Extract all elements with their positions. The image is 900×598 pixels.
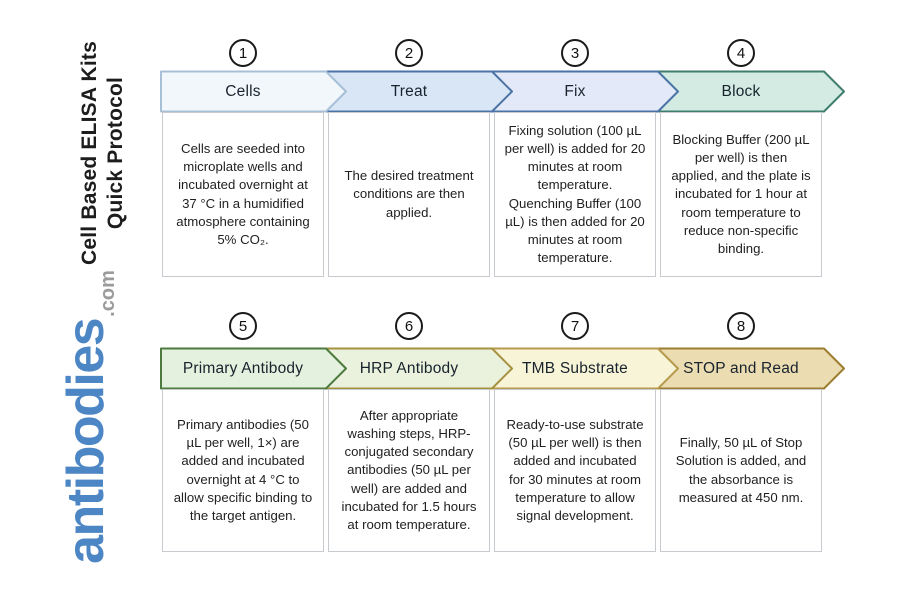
step-number-badge-3: 3 bbox=[561, 39, 589, 67]
arrow-band-row2 bbox=[160, 347, 845, 390]
step-number-4: 4 bbox=[736, 44, 746, 62]
step-description-6: After appropriate washing steps, HRP-con… bbox=[341, 407, 477, 533]
step-number-1: 1 bbox=[238, 44, 248, 62]
step-number-badge-4: 4 bbox=[727, 39, 755, 67]
step-number-badge-2: 2 bbox=[395, 39, 423, 67]
logo-text: antibodies bbox=[57, 318, 115, 564]
step-label-tmb-substrate: TMB Substrate bbox=[522, 359, 628, 377]
step-number-5: 5 bbox=[238, 317, 248, 335]
step-description-box-1: Cells are seeded into microplate wells a… bbox=[162, 112, 324, 277]
step-description-8: Finally, 50 µL of Stop Solution is added… bbox=[675, 435, 807, 505]
step-description-5: Primary antibodies (50 µL per well, 1×) … bbox=[173, 416, 313, 523]
step-label-primary-antibody: Primary Antibody bbox=[182, 359, 304, 377]
step-number-badge-1: 1 bbox=[229, 39, 257, 67]
arrow-shape-primary-antibody bbox=[160, 347, 347, 390]
description-row2: Primary antibodies (50 µL per well, 1×) … bbox=[160, 389, 824, 552]
step-number-badge-6: 6 bbox=[395, 312, 423, 340]
step-number-badge-5: 5 bbox=[229, 312, 257, 340]
step-description-3: Fixing solution (100 µL per well) is add… bbox=[504, 122, 646, 266]
step-label-treat: Treat bbox=[390, 82, 428, 100]
step-description-box-8: Finally, 50 µL of Stop Solution is added… bbox=[660, 389, 822, 552]
brand-logo: antibodies.com bbox=[56, 238, 128, 598]
step-number-badge-7: 7 bbox=[561, 312, 589, 340]
step-label-block: Block bbox=[721, 82, 761, 100]
step-description-2: The desired treatment conditions are the… bbox=[344, 168, 474, 220]
step-number-6: 6 bbox=[404, 317, 414, 335]
step-number-7: 7 bbox=[570, 317, 580, 335]
step-description-7: Ready-to-use substrate (50 µL per well) … bbox=[506, 416, 644, 523]
description-row1: Cells are seeded into microplate wells a… bbox=[160, 112, 824, 277]
step-description-box-6: After appropriate washing steps, HRP-con… bbox=[328, 389, 490, 552]
step-label-stop-and-read: STOP and Read bbox=[683, 359, 799, 377]
step-number-2: 2 bbox=[404, 44, 414, 62]
step-number-8: 8 bbox=[736, 317, 746, 335]
step-description-box-5: Primary antibodies (50 µL per well, 1×) … bbox=[162, 389, 324, 552]
step-description-box-4: Blocking Buffer (200 µL per well) is the… bbox=[660, 112, 822, 277]
step-description-box-7: Ready-to-use substrate (50 µL per well) … bbox=[494, 389, 656, 552]
step-description-4: Blocking Buffer (200 µL per well) is the… bbox=[671, 131, 811, 257]
step-description-box-3: Fixing solution (100 µL per well) is add… bbox=[494, 112, 656, 277]
arrow-shape-cells bbox=[160, 70, 347, 113]
arrow-labels-row2: Primary Antibody HRP Antibody TMB Substr… bbox=[160, 347, 824, 390]
step-label-hrp-antibody: HRP Antibody bbox=[359, 359, 459, 377]
step-label-fix: Fix bbox=[564, 82, 586, 100]
step-label-cells: Cells bbox=[225, 82, 261, 100]
arrow-labels-row1: Cells Treat Fix Block bbox=[160, 70, 824, 113]
step-description-box-2: The desired treatment conditions are the… bbox=[328, 112, 490, 277]
step-description-1: Cells are seeded into microplate wells a… bbox=[176, 140, 310, 247]
arrow-band-row1 bbox=[160, 70, 845, 113]
logo-suffix: .com bbox=[97, 270, 119, 317]
step-number-badge-8: 8 bbox=[727, 312, 755, 340]
step-number-3: 3 bbox=[570, 44, 580, 62]
